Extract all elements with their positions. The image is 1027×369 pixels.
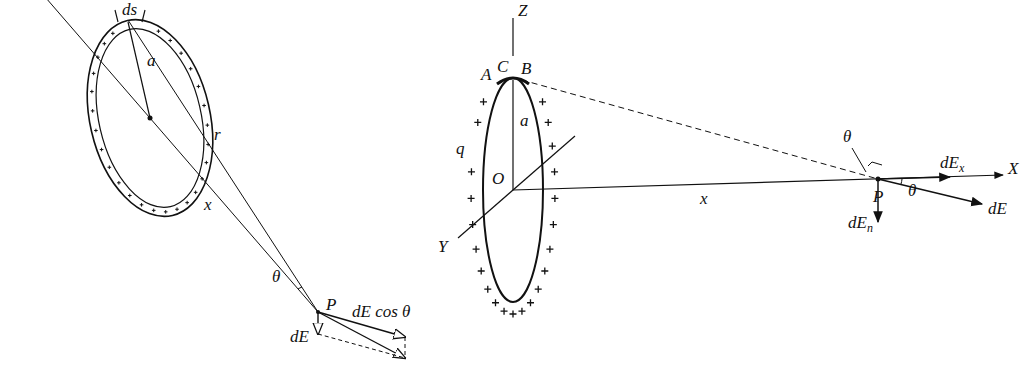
figure-label: θ	[908, 182, 916, 199]
dashed-construction	[405, 337, 406, 358]
axis-line	[20, 0, 318, 312]
plus-mark	[168, 39, 172, 43]
plus-mark	[535, 286, 542, 293]
plus-mark	[185, 201, 189, 205]
figure-label: C	[497, 58, 508, 75]
figure-label: P	[873, 188, 883, 205]
dEx-vector	[878, 177, 950, 179]
z-axis	[512, 18, 513, 56]
plus-mark	[152, 209, 156, 213]
plus-mark	[108, 165, 112, 169]
theta-arc	[901, 179, 902, 184]
charge-marks	[90, 29, 210, 213]
plus-mark	[100, 148, 104, 152]
plus-mark	[480, 98, 487, 105]
plus-mark	[157, 29, 161, 33]
plus-mark	[189, 67, 193, 71]
plus-mark	[551, 195, 558, 202]
figure-label: dE	[940, 154, 959, 171]
plus-mark	[518, 308, 525, 315]
plus-mark	[468, 195, 475, 202]
plus-mark	[510, 311, 517, 318]
figure-label: dE	[988, 200, 1007, 217]
plus-mark	[179, 51, 183, 55]
plus-mark	[501, 308, 508, 315]
plus-mark	[473, 246, 480, 253]
plus-mark	[197, 85, 201, 89]
figure-label: θ	[272, 268, 280, 285]
y-axis	[458, 136, 575, 238]
figure-label: dE	[290, 328, 309, 345]
right-angle-mark	[868, 162, 882, 166]
figure-label: ds	[122, 1, 137, 18]
figure-label: a	[520, 112, 529, 129]
plus-mark	[474, 119, 481, 126]
ds-tick	[142, 10, 145, 22]
plus-mark	[527, 299, 534, 306]
ds-tick	[115, 10, 118, 22]
theta-arc	[298, 287, 302, 289]
figure-label: x	[959, 162, 964, 174]
figure-label: dE cos θ	[352, 303, 410, 320]
figure-label: Y	[438, 238, 447, 255]
plus-mark	[468, 168, 475, 175]
plus-mark	[539, 98, 546, 105]
plus-mark	[103, 42, 107, 46]
figure-label: r	[214, 126, 221, 143]
figure-label: Z	[518, 2, 527, 19]
point-P	[316, 310, 320, 314]
dE-vector	[878, 179, 982, 204]
figure-label: A	[481, 66, 491, 83]
plus-mark	[551, 168, 558, 175]
figure-label: P	[326, 296, 336, 313]
plus-mark	[545, 119, 552, 126]
theta-pointer	[852, 148, 866, 172]
dashed-construction	[318, 334, 405, 358]
figure-label: a	[147, 52, 156, 69]
plus-mark	[111, 32, 115, 36]
charge-marks	[468, 98, 559, 317]
figure-label: q	[456, 140, 465, 157]
point-P	[876, 177, 881, 182]
r-dashed-line	[522, 80, 878, 179]
figure-label: x	[700, 190, 708, 207]
plus-mark	[128, 194, 132, 198]
figure-label: n	[867, 222, 873, 234]
plus-mark	[478, 268, 485, 275]
plus-mark	[92, 72, 96, 76]
figure-label: X	[1008, 160, 1018, 177]
plus-mark	[484, 286, 491, 293]
plus-mark	[117, 181, 121, 185]
plus-mark	[91, 109, 95, 113]
figure-label: dE	[848, 214, 867, 231]
plus-mark	[90, 90, 94, 94]
plus-mark	[194, 191, 198, 195]
plus-mark	[202, 104, 206, 108]
figure-label: O	[492, 170, 504, 187]
figure-label: B	[521, 60, 531, 77]
plus-mark	[94, 129, 98, 133]
r-line	[128, 20, 318, 312]
plus-mark	[550, 221, 557, 228]
plus-mark	[140, 203, 144, 207]
plus-mark	[546, 246, 553, 253]
radius-line	[512, 80, 513, 190]
plus-mark	[492, 299, 499, 306]
x-axis	[513, 175, 1003, 190]
plus-mark	[205, 161, 209, 165]
figure-label: x	[204, 196, 212, 213]
plus-mark	[541, 268, 548, 275]
plus-mark	[175, 207, 179, 211]
plus-mark	[549, 143, 556, 150]
plus-mark	[206, 123, 210, 127]
figure-label: θ	[843, 128, 851, 145]
plus-mark	[164, 210, 168, 214]
normal-component	[317, 312, 318, 334]
